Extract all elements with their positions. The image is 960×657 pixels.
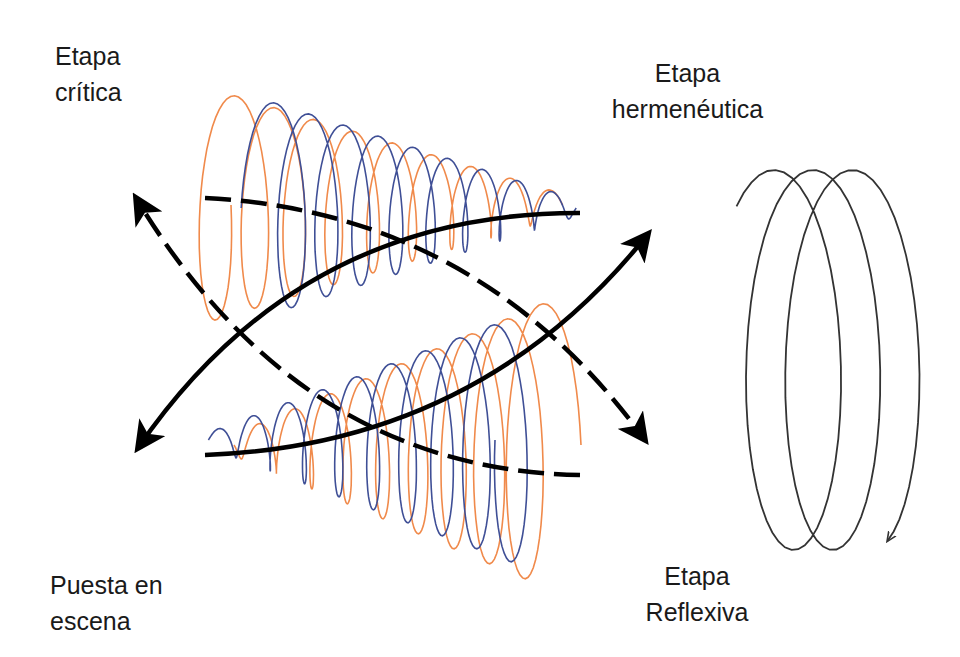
orange-spiral <box>234 304 581 579</box>
stage-label: Puesta en escena <box>50 567 190 639</box>
stage-label: Etapa Reflexiva <box>622 558 772 630</box>
blue-spiral <box>241 103 576 308</box>
blue-spiral <box>208 325 527 562</box>
stage-label: Etapa hermenéutica <box>600 55 775 127</box>
solid-arrow <box>205 234 648 455</box>
stage-label: Etapa crítica <box>55 38 170 110</box>
solid-arrow <box>138 213 580 448</box>
dashed-arrow <box>205 198 645 440</box>
black-spiral <box>737 170 920 550</box>
dashed-arrow <box>136 198 580 475</box>
